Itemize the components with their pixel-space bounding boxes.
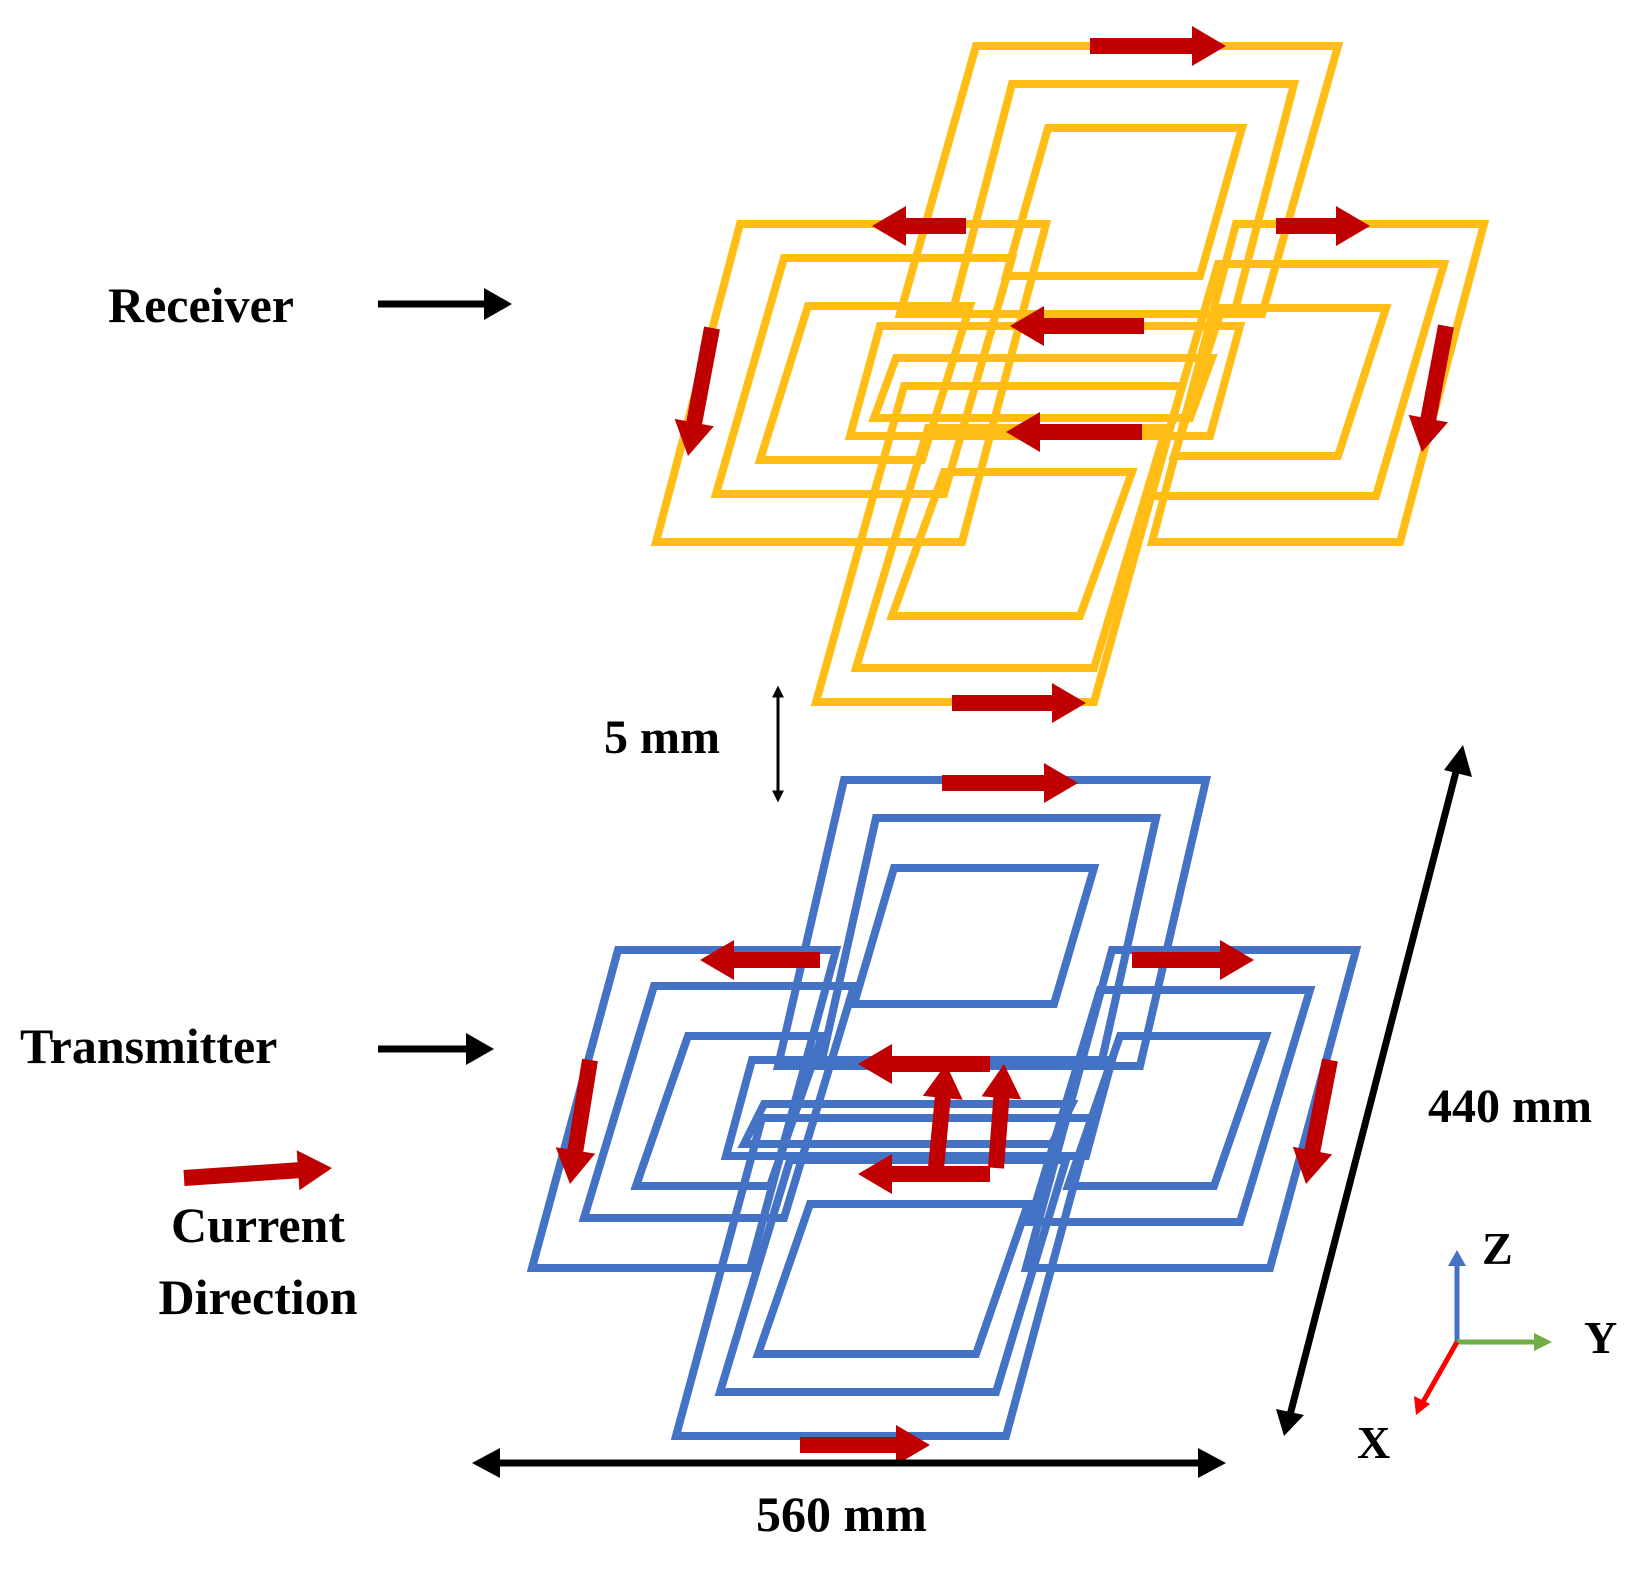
current-direction-arrow: [674, 326, 720, 456]
receiver-turn-loop: [868, 354, 1218, 422]
current-direction-arrow: [1090, 26, 1226, 66]
width-dimension-arrow: [472, 1448, 1226, 1478]
axis-z-label: Z: [1482, 1223, 1513, 1274]
current-direction-arrow: [981, 1064, 1022, 1169]
width-dimension-label: 560 mm: [756, 1486, 927, 1542]
current-arrows: [183, 26, 1454, 1465]
current-direction-arrow: [1408, 324, 1454, 452]
transmitter-turn-loop: [848, 864, 1100, 1008]
transmitter-turn-loop: [578, 982, 860, 1222]
transmitter-turn-loop: [670, 1114, 1098, 1440]
transmitter-turn-loop: [737, 1100, 1079, 1148]
current-direction-arrow: [858, 1044, 990, 1084]
current-direction-arrow: [555, 1058, 598, 1184]
transmitter-turn-loop: [526, 946, 842, 1272]
current-direction-arrow: [872, 206, 966, 246]
transmitter-pointer-arrow: [378, 1033, 494, 1065]
current-direction-arrow: [1010, 306, 1144, 346]
length-dimension-label: 440 mm: [1428, 1080, 1592, 1133]
receiver-pointer-arrow: [378, 288, 512, 320]
receiver-turn-loop: [886, 468, 1138, 620]
current-direction-arrow: [1132, 940, 1254, 980]
gap-dimension-label: 5 mm: [604, 711, 720, 764]
axis-z-arrow: [1448, 1250, 1466, 1342]
axis-x-arrow: [1414, 1340, 1460, 1415]
transmitter-turn-loop: [752, 1200, 1034, 1358]
coordinate-axes: [1414, 1250, 1552, 1415]
current-direction-arrow: [1276, 206, 1370, 246]
current-direction-arrow: [922, 1064, 963, 1169]
transmitter-turn-loop: [720, 1056, 1118, 1160]
transmitter-coil: [526, 776, 1362, 1440]
transmitter-label: Transmitter: [20, 1018, 277, 1074]
current-direction-arrow: [952, 683, 1086, 723]
axis-y-label: Y: [1584, 1312, 1617, 1363]
receiver-turn-loop: [946, 80, 1300, 318]
legend-current-label: Current: [171, 1197, 345, 1253]
receiver-turn-loop: [710, 254, 1018, 498]
current-direction-arrow: [858, 1154, 990, 1194]
axis-y-arrow: [1457, 1333, 1552, 1351]
legend-current-arrow: [183, 1150, 332, 1191]
current-direction-arrow: [800, 1425, 930, 1465]
transmitter-turn-loop: [630, 1032, 828, 1190]
receiver-coil: [650, 42, 1490, 706]
current-direction-arrow: [700, 940, 820, 980]
current-direction-arrow: [1292, 1058, 1338, 1184]
receiver-turn-loop: [810, 382, 1188, 706]
current-direction-arrow: [942, 763, 1078, 803]
current-direction-arrow: [1006, 412, 1142, 452]
transmitter-turn-loop: [772, 776, 1212, 1070]
legend-direction-label: Direction: [158, 1269, 357, 1325]
length-dimension-arrow: [1276, 745, 1472, 1436]
receiver-label: Receiver: [108, 277, 294, 333]
axis-x-label: X: [1357, 1417, 1390, 1468]
